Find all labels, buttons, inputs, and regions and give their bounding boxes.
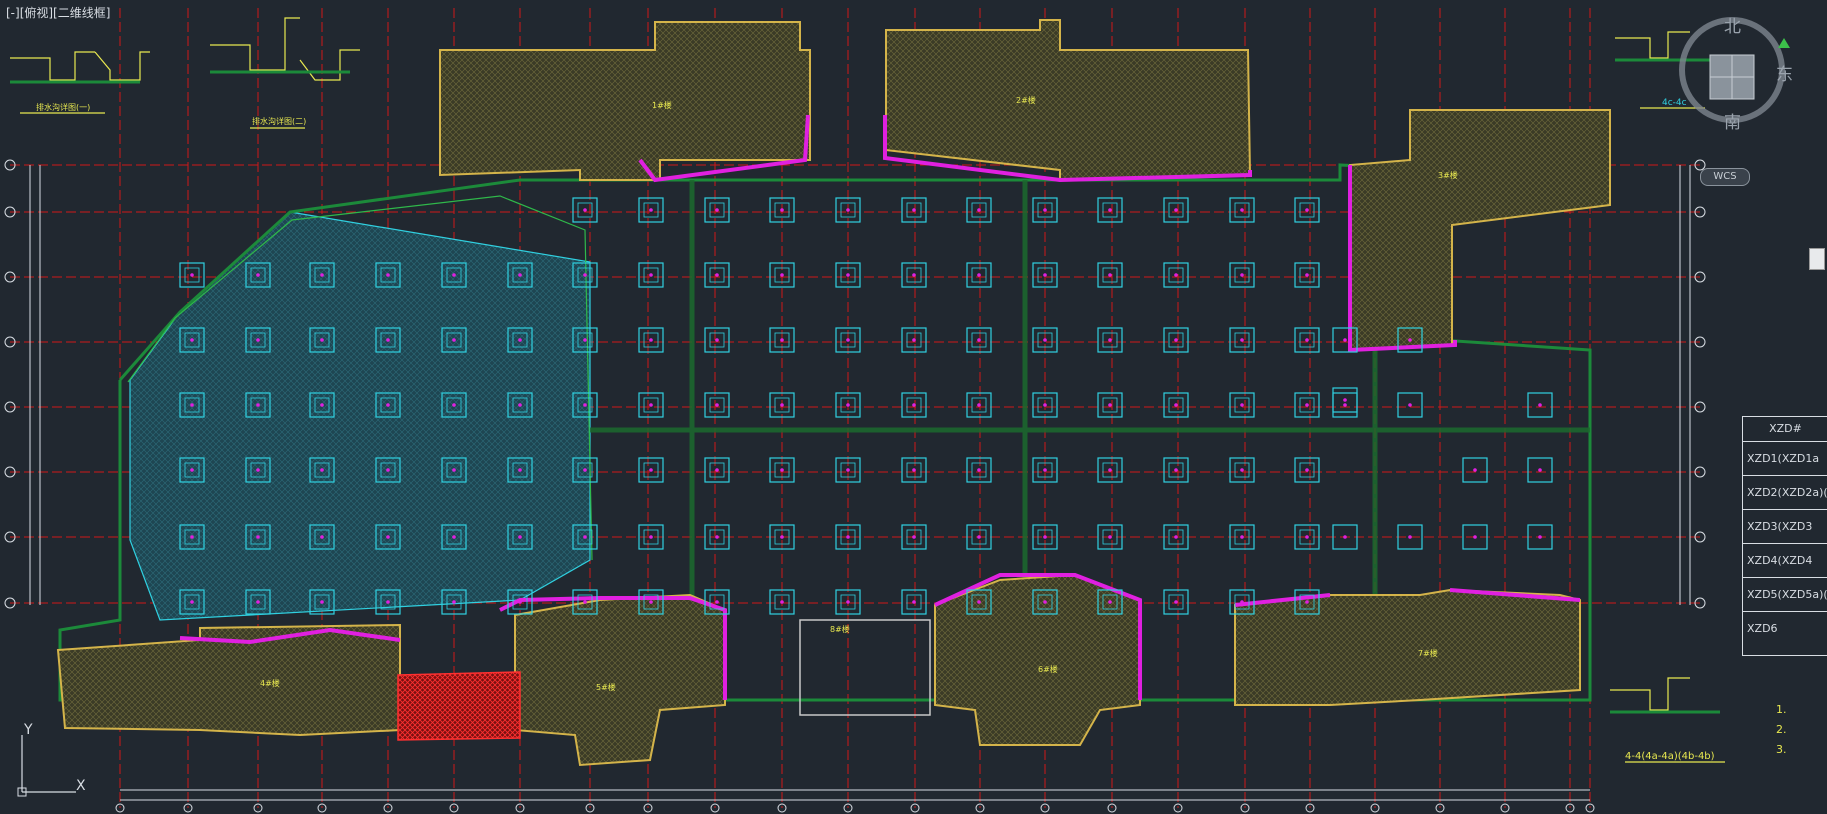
wcs-menu-button[interactable]: WCS xyxy=(1700,168,1750,186)
building-label-4: 4#楼 xyxy=(260,678,280,688)
detail-section-top-right xyxy=(1615,31,1715,109)
building-bottom-center-left xyxy=(514,593,726,767)
note-item: 2. xyxy=(1776,723,1787,736)
building-bottom-right xyxy=(1234,588,1581,706)
note-item: 3. xyxy=(1776,743,1787,756)
building-label-1: 1#楼 xyxy=(652,100,672,110)
detail-section-bottom-right xyxy=(1610,677,1725,763)
building-top-left xyxy=(439,21,811,181)
viewport-controls-label[interactable]: [-][俯视][二维线框] xyxy=(6,6,111,20)
pile-schedule-table: XZD# XZD1(XZD1a XZD2(XZD2a)( XZD3(XZD3 X… xyxy=(1742,416,1827,656)
section-top-title: 4c-4c xyxy=(1662,98,1687,108)
building-label-7: 7#楼 xyxy=(1418,648,1438,658)
compass-north[interactable]: 北 xyxy=(1724,17,1741,37)
detail-1-title: 排水沟详图(一) xyxy=(36,102,90,112)
detail-2-title: 排水沟详图(二) xyxy=(252,116,306,126)
viewcube[interactable]: 北 南 东 xyxy=(1672,10,1793,133)
structural-beams xyxy=(590,180,1590,600)
building-top-middle xyxy=(885,19,1252,182)
note-item: 1. xyxy=(1776,703,1787,716)
ucs-icon: Y X xyxy=(14,720,94,800)
compass-south[interactable]: 南 xyxy=(1724,113,1741,133)
table-row: XZD4(XZD4 xyxy=(1743,544,1827,578)
compass-east[interactable]: 东 xyxy=(1776,65,1793,85)
retaining-walls xyxy=(179,114,1581,700)
viewcube-ring-icon[interactable] xyxy=(1672,10,1792,130)
axis-bubbles xyxy=(4,159,1706,813)
building-label-3: 3#楼 xyxy=(1438,170,1458,180)
table-row: XZD1(XZD1a xyxy=(1743,442,1827,476)
viewcube-home-arrow-icon xyxy=(1778,38,1790,48)
ucs-y-label: Y xyxy=(24,722,33,738)
stair-core-red xyxy=(397,671,521,741)
basement-outline-inner xyxy=(127,195,593,561)
section-bottom-title: 4-4(4a-4a)(4b-4b) xyxy=(1625,751,1715,762)
table-row: XZD6 xyxy=(1747,622,1778,635)
column-grid xyxy=(179,197,1553,615)
building-label-5: 5#楼 xyxy=(596,682,616,692)
table-row: XZD2(XZD2a)( xyxy=(1743,476,1827,510)
building-label-8: 8#楼 xyxy=(830,624,850,634)
notes-list: 1. 2. 3. xyxy=(1776,700,1787,760)
building-label-6: 6#楼 xyxy=(1038,664,1058,674)
table-row: XZD5(XZD5a)( xyxy=(1743,578,1827,612)
detail-drainage-1 xyxy=(10,51,150,114)
detail-drainage-2 xyxy=(210,17,360,129)
dimension-lines xyxy=(29,165,1691,801)
building-label-2: 2#楼 xyxy=(1016,95,1036,105)
table-row: XZD3(XZD3 xyxy=(1743,510,1827,544)
vertical-scrollbar-thumb[interactable] xyxy=(1809,248,1825,270)
table-header: XZD# xyxy=(1743,417,1827,442)
ucs-x-label: X xyxy=(76,778,86,794)
ramp-box xyxy=(799,619,931,716)
building-right xyxy=(1349,109,1611,352)
